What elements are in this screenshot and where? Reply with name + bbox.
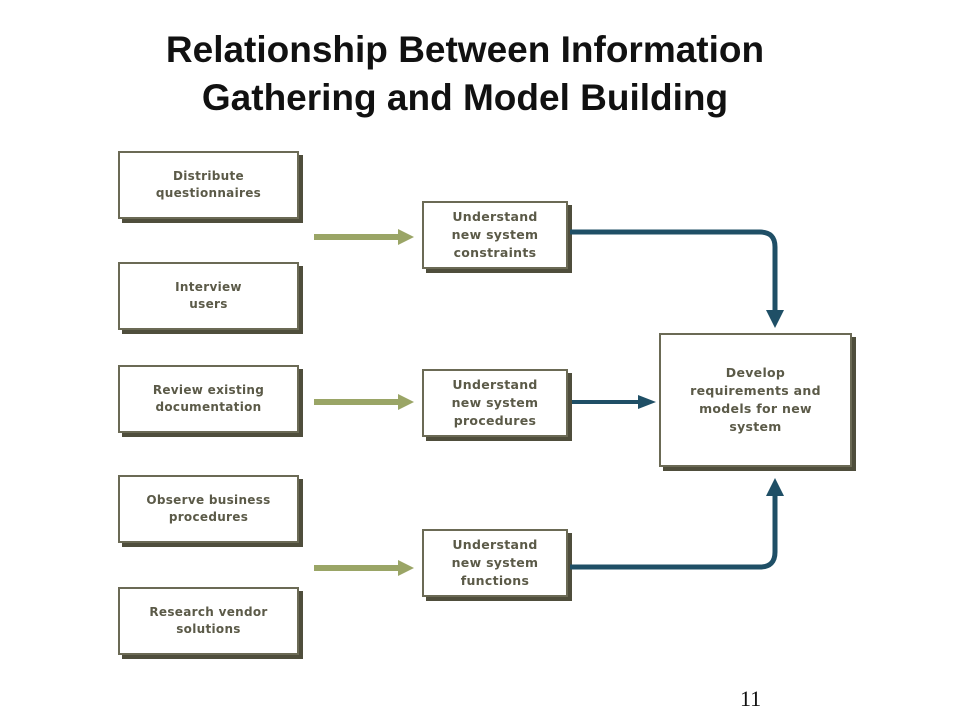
box-research-vendor: Research vendor solutions xyxy=(118,587,299,655)
blue-arrow-procedures-to-develop xyxy=(572,395,656,409)
box-review-documentation: Review existing documentation xyxy=(118,365,299,433)
box-develop-requirements: Develop requirements and models for new … xyxy=(659,333,852,467)
box-distribute-questionnaires: Distribute questionnaires xyxy=(118,151,299,219)
slide-title: Relationship Between Information Gatheri… xyxy=(0,26,930,122)
box-interview-users: Interview users xyxy=(118,262,299,330)
box-understand-procedures: Understand new system procedures xyxy=(422,369,568,437)
title-line-2: Gathering and Model Building xyxy=(201,77,729,118)
blue-arrow-functions-to-develop xyxy=(570,478,784,570)
green-arrow-functions xyxy=(314,560,414,576)
box-observe-procedures: Observe business procedures xyxy=(118,475,299,543)
green-arrow-procedures xyxy=(314,394,414,410)
green-arrow-constraints xyxy=(314,229,414,245)
page-number: 11 xyxy=(740,686,762,711)
box-understand-constraints: Understand new system constraints xyxy=(422,201,568,269)
title-line-1: Relationship Between Information xyxy=(165,29,765,70)
box-understand-functions: Understand new system functions xyxy=(422,529,568,597)
blue-arrow-constraints-to-develop xyxy=(570,229,784,328)
